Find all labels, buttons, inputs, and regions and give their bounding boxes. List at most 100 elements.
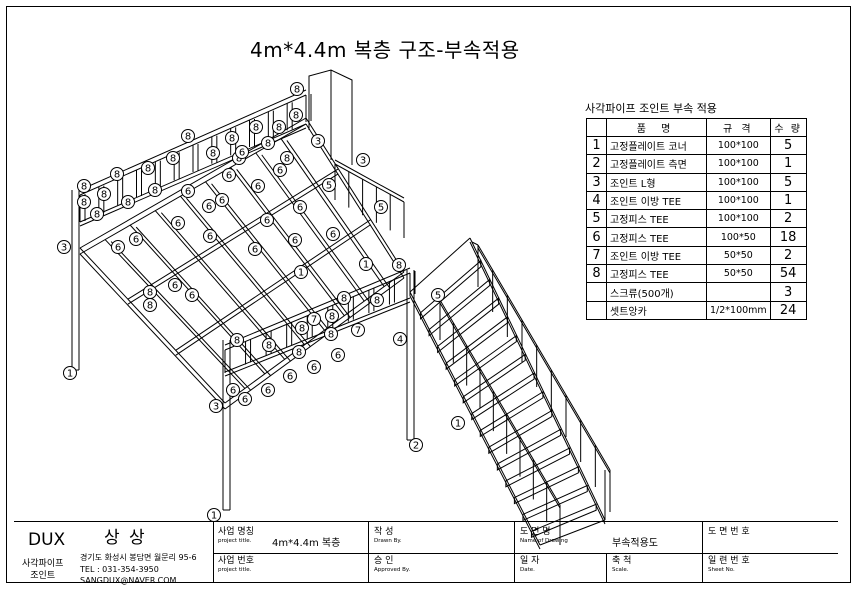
callout-number: 1 (363, 260, 369, 271)
callout-number: 6 (287, 372, 293, 383)
callout-marker: 6 (260, 213, 274, 227)
callout-circle (238, 392, 252, 406)
callout-number: 1 (211, 511, 217, 522)
company-address: 경기도 화성시 봉담면 월문리 95-6 (80, 553, 197, 562)
callout-marker: 5 (374, 200, 388, 214)
callout-number: 8 (185, 132, 191, 143)
callout-marker: 4 (393, 332, 407, 346)
callout-circle (288, 233, 302, 247)
drawing-title: 4m*4.4m 복층 구조-부속적용 (250, 38, 520, 62)
callout-circle (63, 366, 77, 380)
callout-number: 6 (189, 291, 195, 302)
callout-marker: 6 (185, 288, 199, 302)
part-qty: 1 (769, 154, 807, 174)
drawn-by-sub: Drawn By. (374, 538, 402, 544)
project-name-label: 사업 명칭 (218, 527, 254, 537)
callout-marker: 8 (272, 120, 286, 134)
callout-circle (181, 184, 195, 198)
part-no: 2 (586, 154, 607, 174)
callout-circle (307, 312, 321, 326)
callout-number: 8 (210, 149, 216, 160)
callout-number: 8 (145, 164, 151, 175)
callout-number: 6 (292, 236, 298, 247)
callout-circle (261, 136, 275, 150)
callout-circle (351, 323, 365, 337)
callout-marker: 3 (57, 240, 71, 254)
callout-marker: 8 (143, 298, 157, 312)
approved-by-label: 승 인 (374, 556, 394, 566)
callout-circle (289, 108, 303, 122)
callout-circle (409, 438, 423, 452)
callout-number: 8 (296, 348, 302, 359)
callout-marker: 6 (168, 278, 182, 292)
callout-circle (280, 151, 294, 165)
callout-marker: 6 (293, 200, 307, 214)
part-spec: 100*100 (706, 154, 771, 174)
callout-marker: 8 (206, 146, 220, 160)
company-name: DUX (28, 530, 66, 550)
callout-circle (110, 167, 124, 181)
part-name: 조인트 이방 TEE (606, 190, 707, 211)
callout-number: 3 (213, 402, 219, 413)
part-name: 셋트앙카 (606, 300, 707, 320)
callout-circle (181, 129, 195, 143)
part-qty: 54 (769, 264, 807, 284)
callout-circle (295, 321, 309, 335)
callout-marker: 6 (238, 392, 252, 406)
callout-number: 8 (396, 261, 402, 272)
callout-marker: 6 (248, 242, 262, 256)
callout-marker: 6 (261, 383, 275, 397)
callout-circle (331, 348, 345, 362)
callout-circle (171, 216, 185, 230)
callout-circle (307, 360, 321, 374)
drawing-sheet-border (6, 6, 851, 583)
title-block: DUX 상 상 사각파이프 조인트 경기도 화성시 봉담면 월문리 95-6 T… (14, 521, 838, 585)
parts-row: 스크류(500개)3 (586, 282, 807, 302)
part-spec: 50*50 (706, 264, 771, 284)
callout-marker: 8 (289, 108, 303, 122)
scale-sub: Scale. (612, 567, 629, 573)
callout-marker: 5 (322, 178, 336, 192)
callout-circle (392, 258, 406, 272)
callout-number: 6 (185, 187, 191, 198)
callout-marker: 6 (288, 233, 302, 247)
callout-number: 6 (206, 202, 212, 213)
callout-circle (261, 383, 275, 397)
callout-number: 8 (341, 294, 347, 305)
callout-number: 6 (175, 219, 181, 230)
callout-number: 1 (455, 419, 461, 430)
callout-marker: 8 (337, 291, 351, 305)
callout-number: 6 (265, 386, 271, 397)
callout-circle (251, 179, 265, 193)
callout-marker: 8 (77, 179, 91, 193)
date-sub: Date. (520, 567, 535, 573)
callout-number: 6 (133, 235, 139, 246)
callout-number: 8 (293, 111, 299, 122)
callout-circle (292, 345, 306, 359)
callout-circle (293, 200, 307, 214)
callout-number: 8 (253, 123, 259, 134)
part-qty: 5 (769, 172, 807, 192)
callout-circle (262, 338, 276, 352)
callout-number: 7 (311, 315, 317, 326)
callout-marker: 8 (225, 131, 239, 145)
callout-circle (249, 120, 263, 134)
callout-number: 6 (330, 230, 336, 241)
drawing-no-label: 도 면 번 호 (708, 527, 750, 537)
callout-marker: 6 (283, 369, 297, 383)
callout-marker: 1 (451, 416, 465, 430)
callout-circle (337, 291, 351, 305)
callout-marker: 8 (262, 338, 276, 352)
callout-number: 6 (219, 196, 225, 207)
callout-number: 6 (207, 232, 213, 243)
callout-number: 8 (265, 139, 271, 150)
callout-number: 8 (152, 186, 158, 197)
part-no: 7 (586, 245, 607, 266)
callout-marker: 6 (215, 193, 229, 207)
callout-number: 5 (435, 291, 441, 302)
callout-marker: 8 (292, 345, 306, 359)
drawing-name-label: 도 면 명 (520, 527, 551, 537)
